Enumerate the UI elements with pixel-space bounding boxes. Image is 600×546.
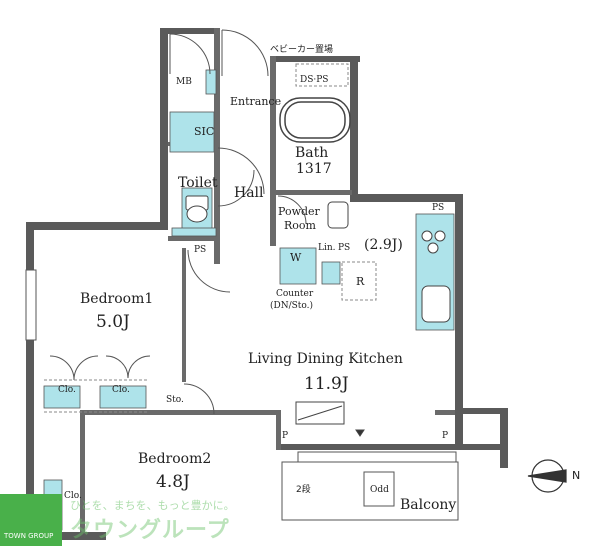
company-logo-icon	[0, 494, 62, 546]
closet-hatch	[44, 63, 377, 413]
logo-caption: TOWN GROUP	[4, 532, 54, 540]
label-odd: Odd	[370, 485, 389, 495]
label-sto: Sto.	[166, 395, 184, 405]
room-powder-1: Powder	[278, 205, 320, 218]
label-clo-2: Clo.	[112, 385, 130, 395]
kitchen-fixtures	[327, 201, 451, 323]
label-counter-1: Counter	[276, 289, 314, 299]
label-two-stage: 2段	[296, 485, 311, 495]
bath-tub	[279, 97, 351, 143]
label-p-left: P	[282, 431, 289, 441]
logo-tagline: ひとを、まちを、もっと豊かに。	[70, 499, 235, 512]
north-compass	[527, 459, 567, 493]
logo-name: タウングループ	[70, 518, 230, 543]
label-mb: MB	[176, 77, 192, 87]
label-lin: Lin.	[318, 243, 336, 253]
label-sic: SIC	[194, 125, 215, 138]
door-swings	[49, 29, 307, 415]
room-bedroom1: Bedroom1	[80, 291, 154, 307]
label-ps-left: PS	[194, 245, 207, 255]
label-stroller: ベビーカー置場	[270, 45, 334, 55]
room-powder-2: Room	[284, 219, 316, 232]
bedroom2-size: 4.8J	[156, 472, 190, 492]
counter-symbol	[295, 401, 365, 437]
balcony	[281, 461, 459, 521]
label-counter-2: (DN/Sto.)	[270, 301, 314, 311]
label-r: R	[356, 275, 365, 288]
ldk-size: 11.9J	[304, 374, 349, 394]
room-entrance: Entrance	[230, 95, 282, 108]
label-ps-mid: PS	[338, 243, 351, 253]
room-ldk: Living Dining Kitchen	[248, 351, 403, 367]
exterior-walls	[26, 28, 508, 540]
label-ds-ps: DS·PS	[300, 75, 329, 85]
room-hall: Hall	[234, 185, 264, 201]
label-w: W	[290, 251, 302, 264]
bath-size: 1317	[296, 161, 332, 177]
room-bedroom2: Bedroom2	[138, 451, 212, 467]
label-north: N	[572, 469, 581, 482]
room-bath: Bath	[295, 145, 329, 161]
label-clo-1: Clo.	[58, 385, 76, 395]
toilet-fixture	[185, 195, 209, 223]
bedroom1-size: 5.0J	[96, 312, 130, 332]
room-balcony: Balcony	[400, 497, 457, 513]
label-p-right: P	[442, 431, 449, 441]
label-ps-top: PS	[432, 203, 445, 213]
room-toilet: Toilet	[178, 175, 218, 191]
kitchen-size: (2.9J)	[364, 237, 403, 253]
label-clo-3: Clo.	[64, 491, 82, 501]
